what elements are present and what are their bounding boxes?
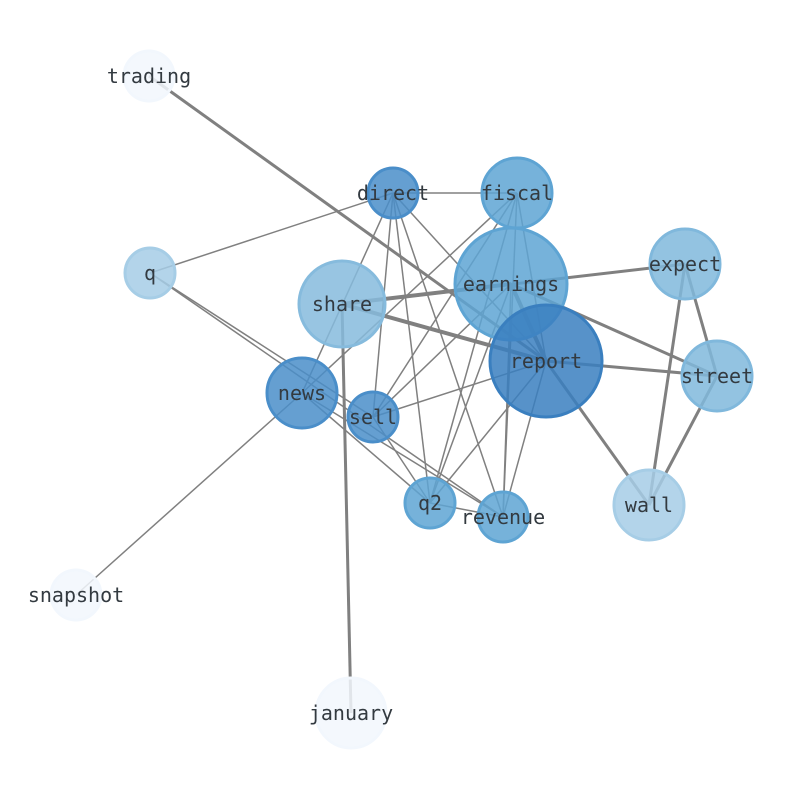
edge-direct-revenue — [392, 192, 504, 518]
edge-direct-q — [149, 192, 394, 274]
node-label-expect: expect — [649, 252, 721, 276]
edge-expect-wall — [647, 263, 687, 506]
node-label-wall: wall — [625, 493, 673, 517]
node-report — [488, 303, 604, 419]
node-label-q: q — [144, 261, 156, 285]
node-q2 — [403, 476, 457, 530]
node-label-news: news — [278, 381, 326, 405]
node-snapshot — [49, 568, 103, 622]
node-label-fiscal: fiscal — [481, 181, 553, 205]
node-label-share: share — [312, 292, 372, 316]
node-layer — [49, 49, 754, 750]
node-label-earnings: earnings — [463, 272, 559, 296]
node-q — [123, 246, 177, 300]
edge-share-january — [340, 303, 353, 714]
node-january — [314, 676, 388, 750]
node-news — [265, 356, 339, 430]
node-label-direct: direct — [357, 181, 429, 205]
node-share — [297, 259, 387, 349]
node-revenue — [476, 490, 530, 544]
node-expect — [648, 227, 722, 301]
node-direct — [366, 166, 420, 220]
node-trading — [122, 49, 176, 103]
node-label-snapshot: snapshot — [28, 583, 124, 607]
node-label-january: january — [309, 701, 393, 725]
node-wall — [612, 468, 686, 542]
node-label-revenue: revenue — [461, 505, 545, 529]
node-label-trading: trading — [107, 64, 191, 88]
edge-fiscal-news — [301, 192, 518, 394]
edge-news-snapshot — [75, 392, 303, 596]
node-label-sell: sell — [349, 405, 397, 429]
node-label-q2: q2 — [418, 491, 442, 515]
edge-direct-q2 — [392, 192, 431, 504]
node-sell — [346, 390, 400, 444]
node-street — [680, 339, 754, 413]
edge-news-revenue — [301, 392, 504, 518]
label-layer: trading direct fiscal q earnings expect share r… — [28, 64, 753, 725]
node-label-street: street — [681, 364, 753, 388]
node-label-report: report — [510, 349, 582, 373]
